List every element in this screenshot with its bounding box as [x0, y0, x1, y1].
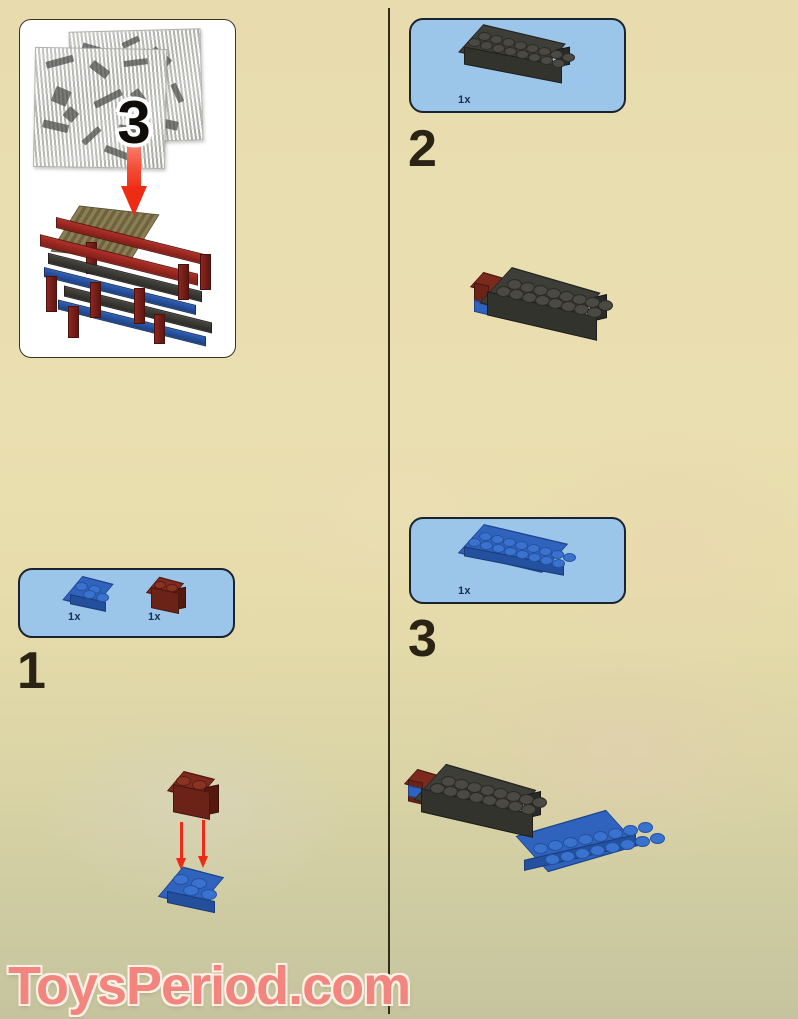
part-plate-2x8-blue — [457, 524, 580, 584]
step-number-3: 3 — [408, 610, 437, 668]
step-1-assembly — [150, 770, 260, 915]
site-watermark: ToysPeriod.com — [8, 956, 411, 1016]
part-brick-1x2-reddish-brown — [145, 576, 190, 616]
part-quantity-label: 1x — [458, 94, 471, 106]
part-quantity-label: 1x — [68, 611, 81, 623]
step-1-parts-callout — [18, 568, 235, 638]
step-3-assembly — [398, 763, 708, 925]
part-quantity-label: 1x — [148, 611, 161, 623]
step-2-assembly — [469, 267, 645, 402]
step-number-2: 2 — [408, 120, 437, 178]
column-divider — [388, 8, 390, 1014]
part-quantity-label: 1x — [458, 585, 471, 597]
bag-number-badge: 3 — [117, 89, 151, 156]
assembly-brick-1x2-reddish-brown — [166, 770, 226, 828]
part-brick-2x8-dark-gray — [458, 24, 578, 92]
part-plate-2x2-blue — [62, 575, 117, 614]
finished-model-photo — [28, 205, 228, 354]
bag-cover-panel: 3 — [19, 19, 236, 358]
step-number-1: 1 — [17, 642, 46, 700]
open-bag-arrow — [121, 138, 147, 216]
assembly-plate-2x2-blue — [157, 866, 240, 916]
